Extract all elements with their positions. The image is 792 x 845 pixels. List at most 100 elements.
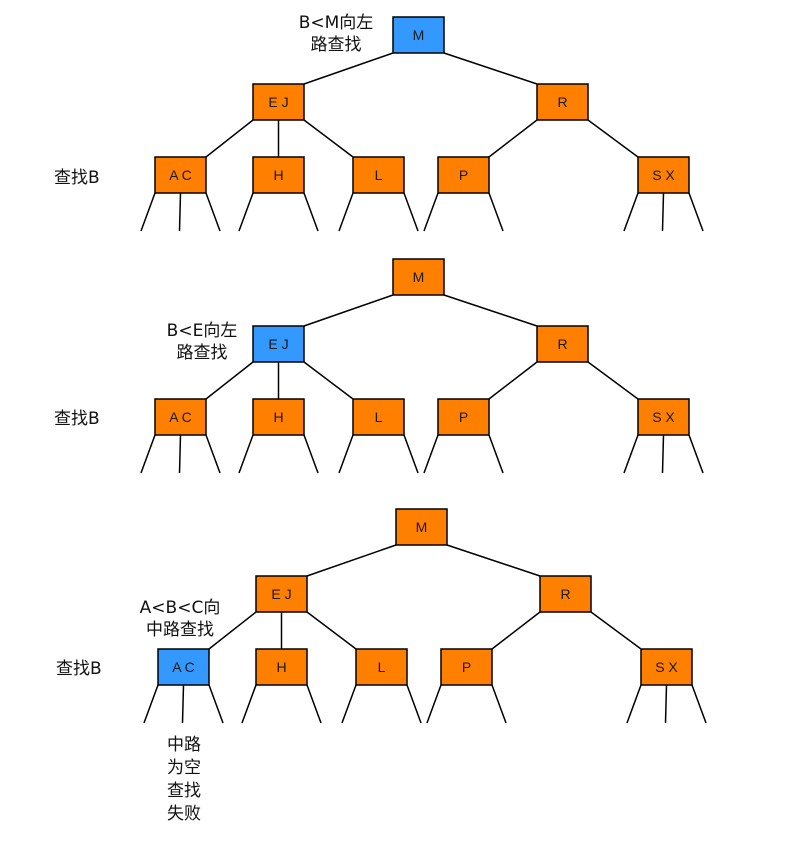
null-pointer: [303, 192, 319, 232]
node: [440, 648, 493, 686]
node: [255, 648, 308, 686]
node-label: L: [375, 409, 383, 425]
result-note-line: 为空: [167, 758, 201, 778]
null-pointer: [140, 434, 156, 474]
null-pointer: [688, 192, 704, 232]
node: [640, 648, 693, 686]
null-pointer: [423, 192, 439, 232]
step-note-line: 路查找: [310, 35, 362, 55]
edge: [443, 294, 538, 327]
null-pointer: [623, 192, 639, 232]
node: [437, 156, 490, 194]
null-pointer: [341, 684, 357, 724]
null-pointer: [181, 684, 185, 724]
edge: [443, 52, 538, 85]
node: [355, 648, 408, 686]
node-label: L: [375, 167, 383, 183]
null-pointer: [178, 192, 182, 232]
node: [539, 575, 592, 613]
node: [536, 83, 589, 121]
null-pointer: [205, 434, 221, 474]
step-note-1: B<M向左 路查找: [296, 12, 376, 56]
null-pointer: [208, 684, 224, 724]
edge: [303, 361, 354, 400]
node: [395, 508, 448, 546]
node: [154, 398, 207, 436]
node-label: A C: [172, 659, 195, 675]
null-pointer: [661, 192, 665, 232]
node-label: A C: [169, 167, 192, 183]
node: [437, 398, 490, 436]
node: [252, 156, 305, 194]
step-note-line: B<M向左: [298, 13, 374, 33]
null-pointer: [338, 192, 354, 232]
result-note: 中路 为空 查找 失败: [160, 734, 208, 826]
null-pointer: [338, 434, 354, 474]
edge: [491, 611, 541, 650]
null-pointer: [238, 434, 254, 474]
null-pointer: [403, 192, 419, 232]
step-note-line: 路查找: [176, 343, 228, 363]
null-pointer: [238, 192, 254, 232]
null-pointer: [406, 684, 422, 724]
null-pointer: [306, 684, 322, 724]
edge: [208, 611, 257, 650]
null-pointer: [488, 192, 504, 232]
node-label: H: [276, 659, 286, 675]
step-note-3: A<B<C向 中路查找: [134, 597, 226, 641]
edge: [446, 544, 541, 577]
null-pointer: [426, 684, 442, 724]
node-label: S X: [652, 167, 675, 183]
node-label: R: [557, 336, 567, 352]
edge: [205, 119, 254, 158]
node-label: P: [462, 659, 471, 675]
node: [637, 156, 690, 194]
edge: [306, 611, 357, 650]
node-label: S X: [655, 659, 678, 675]
node-highlighted: [157, 648, 210, 686]
step-note-line: A<B<C向: [139, 598, 221, 618]
node-label: M: [413, 269, 425, 285]
node: [255, 575, 308, 613]
search-label-1: 查找B: [54, 168, 100, 188]
node-label: M: [416, 519, 428, 535]
null-pointer: [205, 192, 221, 232]
node: [252, 83, 305, 121]
edge: [587, 119, 639, 158]
node-label: R: [560, 586, 570, 602]
node-label: E J: [268, 94, 288, 110]
node: [637, 398, 690, 436]
node: [352, 398, 405, 436]
node-label: E J: [268, 336, 288, 352]
null-pointer: [623, 434, 639, 474]
node: [154, 156, 207, 194]
edge: [488, 361, 538, 400]
node-label: M: [413, 27, 425, 43]
null-pointer: [688, 434, 704, 474]
edge: [590, 611, 642, 650]
node-label: H: [273, 167, 283, 183]
null-pointer: [303, 434, 319, 474]
node: [352, 156, 405, 194]
null-pointer: [241, 684, 257, 724]
step-note-line: B<E向左: [166, 321, 238, 341]
result-note-line: 中路: [167, 735, 201, 755]
edge: [488, 119, 538, 158]
null-pointer: [423, 434, 439, 474]
node: [536, 325, 589, 363]
null-pointer: [661, 434, 665, 474]
null-pointer: [178, 434, 182, 474]
null-pointer: [491, 684, 507, 724]
node-label: P: [459, 167, 468, 183]
edge: [303, 52, 394, 85]
step-note-2: B<E向左 路查找: [162, 320, 242, 364]
node-label: L: [378, 659, 386, 675]
null-pointer: [140, 192, 156, 232]
node-label: E J: [271, 586, 291, 602]
null-pointer: [403, 434, 419, 474]
node-highlighted: [252, 325, 305, 363]
result-note-line: 查找: [167, 781, 201, 801]
edge: [303, 119, 354, 158]
node-label: P: [459, 409, 468, 425]
